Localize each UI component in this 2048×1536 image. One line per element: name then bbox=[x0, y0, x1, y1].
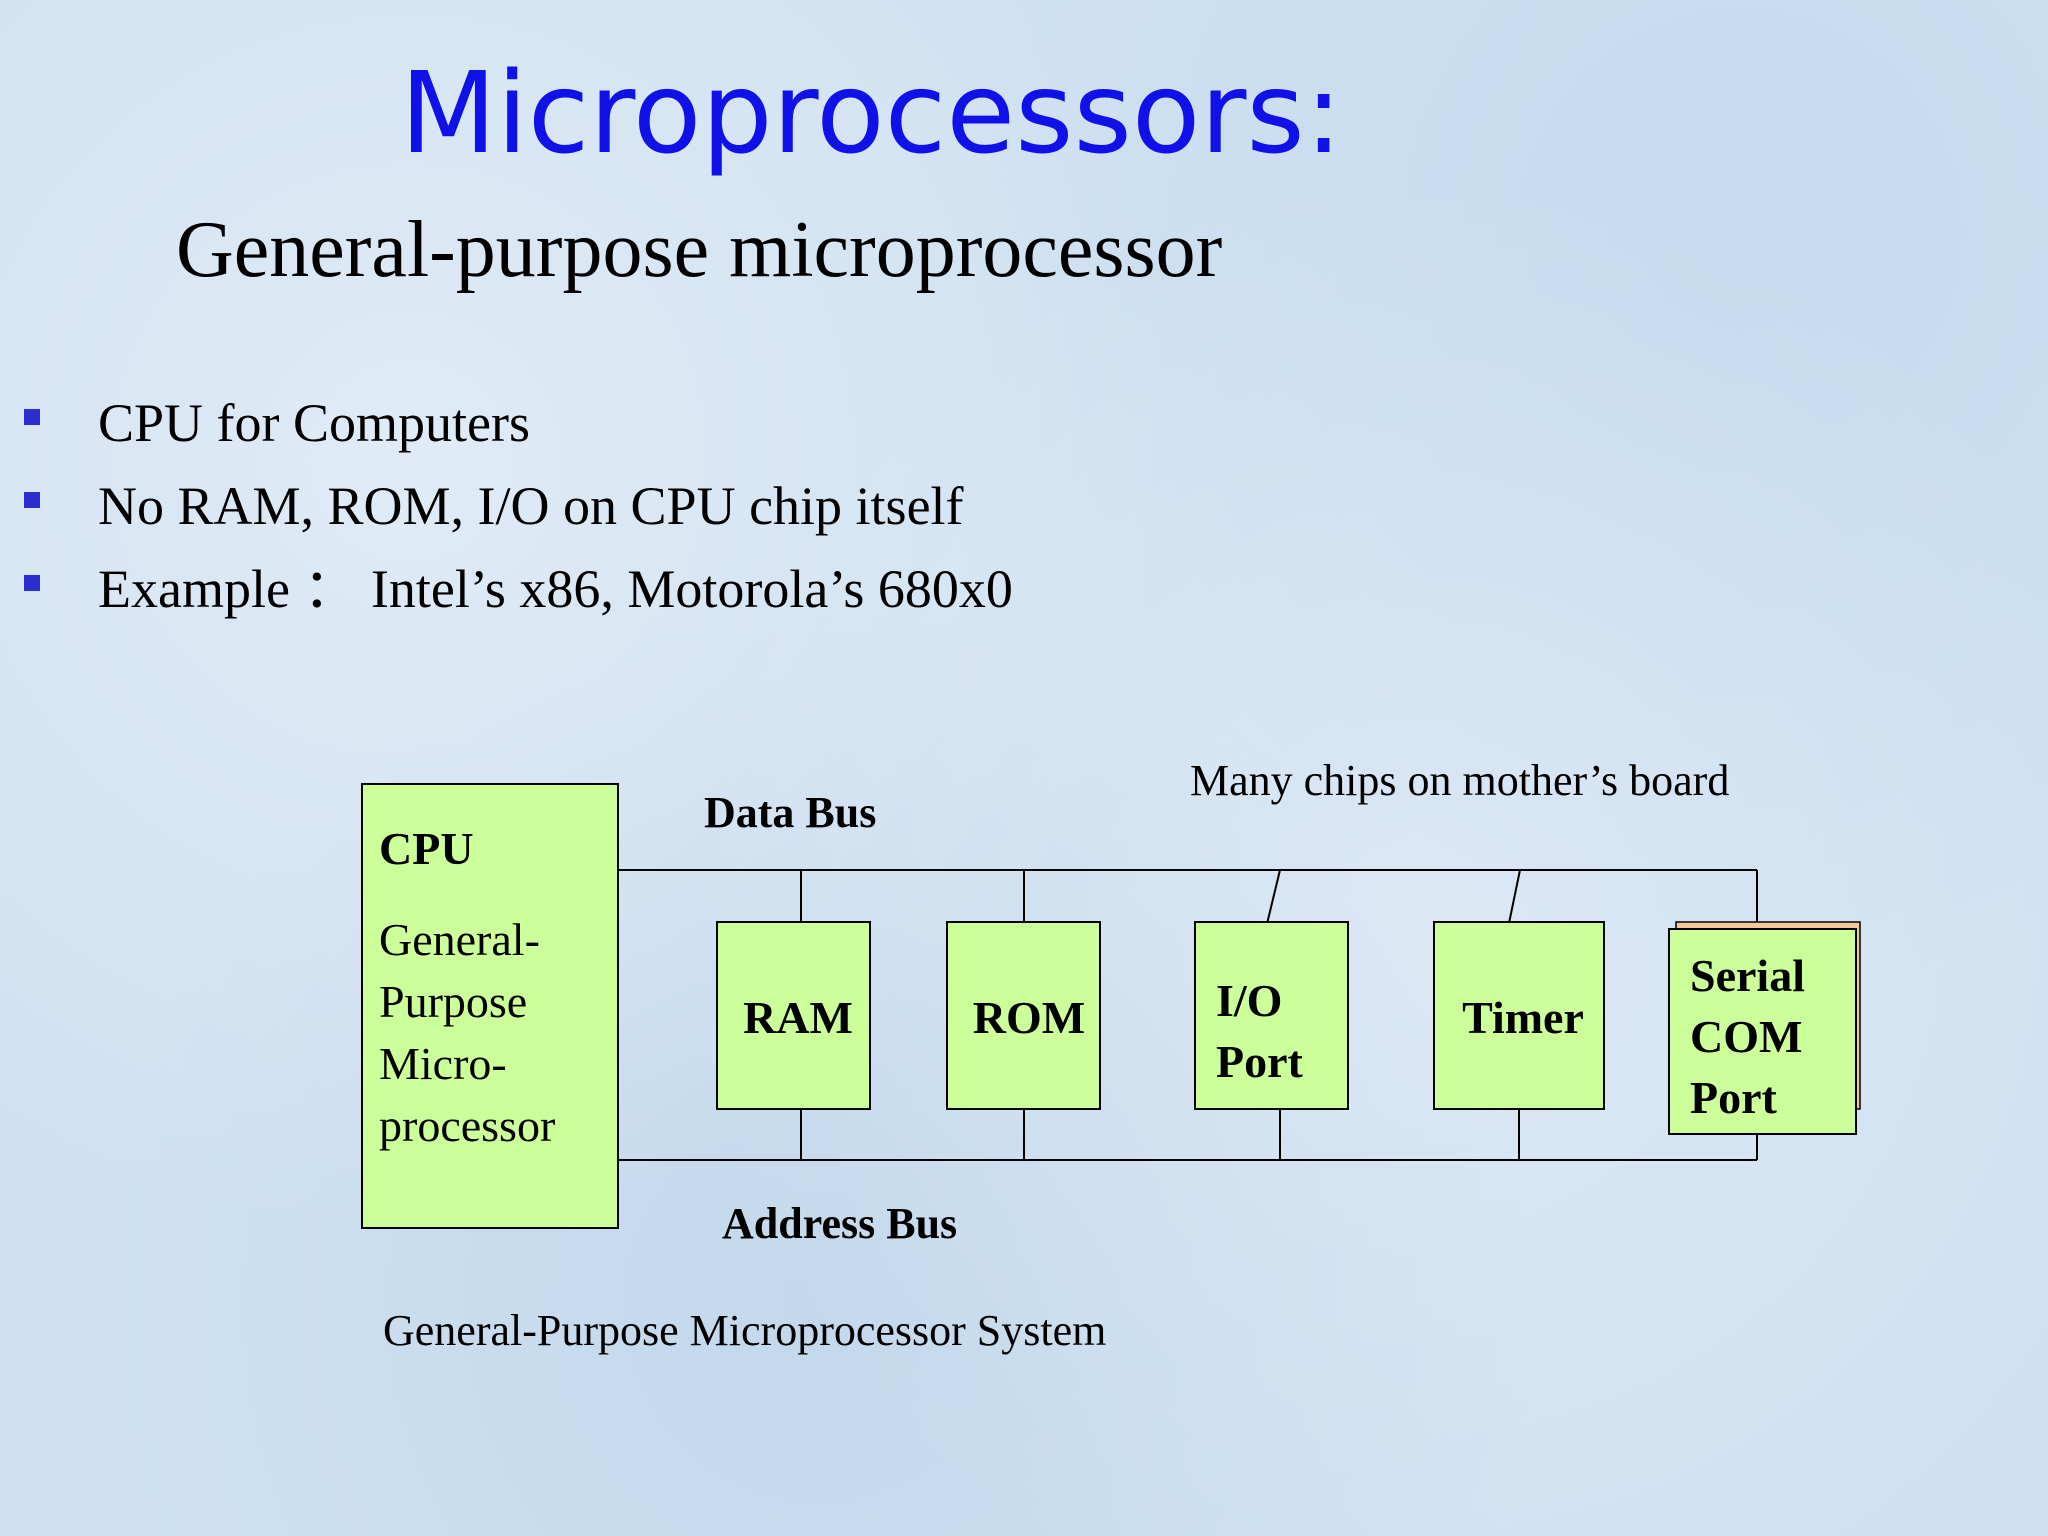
slide-subtitle: General-purpose microprocessor bbox=[176, 206, 1223, 294]
square-bullet-icon bbox=[24, 409, 40, 425]
diagram-caption: General-Purpose Microprocessor System bbox=[383, 1306, 1106, 1355]
cpu-box-line: processor bbox=[379, 1100, 555, 1151]
slide-title: Microprocessors: bbox=[400, 49, 1343, 179]
io-port-box bbox=[1194, 921, 1349, 1110]
square-bullet-icon bbox=[24, 492, 40, 508]
bullet-text: CPU for Computers bbox=[98, 393, 530, 453]
rom-box bbox=[946, 921, 1101, 1110]
motherboard-note: Many chips on mother’s board bbox=[1190, 756, 1729, 805]
cpu-box-line: Purpose bbox=[379, 976, 527, 1027]
timer-box-label: Timer bbox=[1462, 992, 1584, 1043]
io-port-box-line: Port bbox=[1216, 1036, 1304, 1087]
bullet-text: Example ： Intel’s x86, Motorola’s 680x0 bbox=[98, 559, 1013, 619]
rom-box-label: ROM bbox=[973, 992, 1085, 1043]
serial-port-box-line: Port bbox=[1690, 1072, 1778, 1123]
serial-port-box-line: COM bbox=[1690, 1011, 1802, 1062]
square-bullet-icon bbox=[24, 575, 40, 591]
data-bus-label: Data Bus bbox=[704, 788, 876, 837]
cpu-box-title: CPU bbox=[379, 823, 474, 874]
timer-box bbox=[1433, 921, 1605, 1110]
cpu-box-line: General- bbox=[379, 914, 540, 965]
bullet-text: No RAM, ROM, I/O on CPU chip itself bbox=[98, 476, 964, 536]
cpu-box-line: Micro- bbox=[379, 1038, 507, 1089]
cpu-box bbox=[361, 783, 619, 1229]
serial-port-box bbox=[1668, 928, 1857, 1135]
serial-port-box-line: Serial bbox=[1690, 950, 1805, 1001]
address-bus-label: Address Bus bbox=[722, 1199, 957, 1248]
io-port-box-line: I/O bbox=[1216, 975, 1282, 1026]
ram-box-label: RAM bbox=[743, 992, 853, 1043]
timer-data-tap bbox=[1507, 869, 1521, 929]
io-data-tap bbox=[1265, 869, 1281, 929]
ram-box bbox=[716, 921, 871, 1110]
